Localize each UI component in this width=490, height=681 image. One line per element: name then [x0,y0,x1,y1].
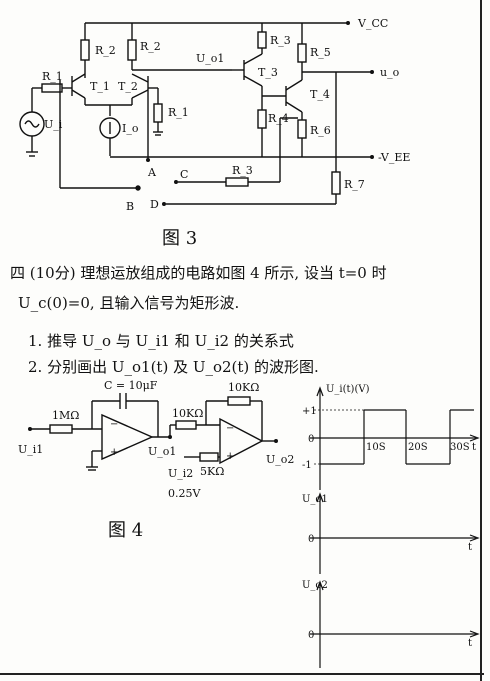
problem-line-3: 1. 推导 U_o 与 U_i1 和 U_i2 的关系式 [28,332,294,350]
svg-text:+: + [110,447,118,458]
r6-label: R_6 [310,124,331,137]
vee-label: -V_EE [378,151,410,164]
svg-text:+: + [226,451,234,462]
node-b-label: B [126,200,134,213]
r-fb-label: 10KΩ [228,381,259,394]
bot-xlabel: t [468,638,472,649]
t1-label: T_1 [90,80,110,93]
uo1-fig4-label: U_o1 [148,445,176,458]
figure-4-circuit: − + − + U_i1 1MΩ C = 10μF U_o1 10KΩ 10KΩ… [18,379,294,500]
top-xlabel: t [472,442,476,453]
opamp-1-triangle [101,413,154,461]
ui-label: U_i [44,118,63,131]
waveform-axes: U_i(t)(V) +1 0 -1 10S 20S 30S t U_o1 0 t… [302,384,480,668]
r5-label: R_5 [310,46,331,59]
page-border-right [480,0,482,681]
page-border-bottom [0,673,484,675]
r-in-label: 1MΩ [52,409,79,422]
r7-label: R_7 [344,178,365,191]
r1-input-label: R_1 [42,70,63,83]
top-y-pos: +1 [302,406,317,417]
top-ylabel: U_i(t)(V) [326,384,370,395]
ui1-label: U_i1 [18,443,43,456]
t2-label: T_2 [118,80,138,93]
bot-ylabel: U_o2 [302,580,328,591]
r4-label: R_4 [268,112,289,125]
ui2-label: U_i2 [168,467,193,480]
r2-right-label: R_2 [140,40,161,53]
problem-line-4: 2. 分别画出 U_o1(t) 及 U_o2(t) 的波形图. [28,358,319,376]
node-d-label: D [150,198,159,211]
top-tick-10s: 10S [366,442,386,453]
cap-label: C = 10μF [104,379,158,392]
mid-zero: 0 [308,534,314,545]
r3-bottom-label: R_3 [232,164,253,177]
top-y-neg: -1 [302,460,312,471]
svg-text:−: − [226,423,234,434]
vcc-label: V_CC [357,17,388,30]
node-c-label: C [180,168,188,181]
figure-3-caption: 图 3 [162,228,198,249]
top-y-zero: 0 [308,434,314,445]
t3-label: T_3 [258,66,278,79]
io-label: I_o [122,122,139,135]
problem-line-2: U_c(0)=0, 且输入信号为矩形波. [18,294,240,312]
figure-3-circuit: V_CC -V_EE u_o U_o1 U_i R_1 R_2 R_2 T_1 … [19,17,410,213]
mid-xlabel: t [468,542,472,553]
svg-text:−: − [110,419,118,430]
r-mid-label: 10KΩ [172,407,203,420]
uo-label: u_o [380,66,400,79]
r1-base-label: R_1 [168,106,189,119]
top-tick-20s: 20S [408,442,428,453]
bot-zero: 0 [308,630,314,641]
problem-line-1: 四 (10分) 理想运放组成的电路如图 4 所示, 设当 t=0 时 [10,264,387,282]
uo2-label: U_o2 [266,453,294,466]
ui2-value-label: 0.25V [168,487,201,500]
r3-top-label: R_3 [270,34,291,47]
r2-left-label: R_2 [95,44,116,57]
opamp-2-triangle [219,417,264,465]
mid-ylabel: U_o1 [302,494,328,505]
top-tick-30s: 30S [450,442,470,453]
r-pos-label: 5KΩ [200,465,224,478]
uo1-label: U_o1 [196,52,224,65]
figure-4-caption: 图 4 [108,520,144,541]
node-a-label: A [147,166,157,179]
t4-label: T_4 [310,88,330,101]
